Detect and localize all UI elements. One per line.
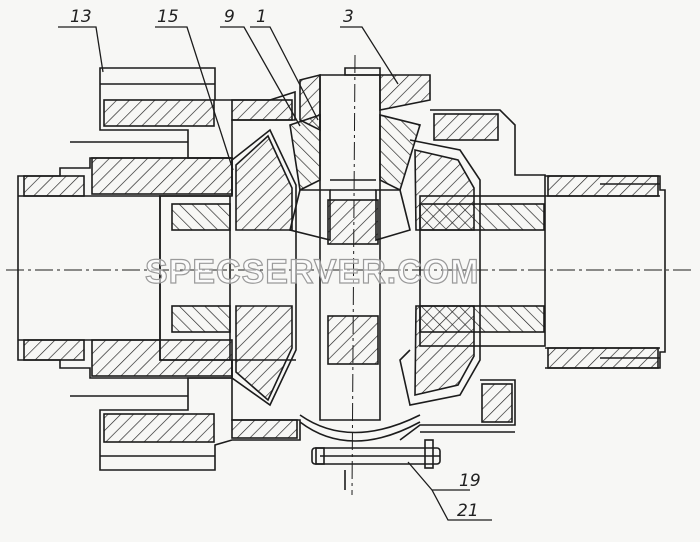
center-lines — [6, 54, 692, 496]
pinion-teeth — [289, 113, 422, 242]
bottom-bowl-and-pin — [299, 414, 441, 490]
callouts: 13 15 9 1 3 19 21 — [70, 7, 481, 521]
drawing-lines — [6, 54, 692, 496]
callout-19: 19 — [459, 471, 481, 491]
right-housing — [399, 109, 546, 441]
leader-lines — [58, 26, 492, 521]
callout-1: 1 — [256, 7, 267, 27]
right-side-gear — [399, 139, 546, 406]
left-side-gear — [159, 128, 297, 407]
left-housing-upper — [70, 67, 296, 159]
callout-15: 15 — [157, 7, 179, 27]
callout-21: 21 — [457, 501, 479, 521]
callout-3: 3 — [343, 7, 354, 27]
left-axle-shaft — [17, 157, 233, 379]
callout-9: 9 — [224, 7, 235, 27]
left-housing-lower — [70, 377, 301, 471]
right-axle-shaft — [545, 175, 666, 369]
callout-13: 13 — [70, 7, 92, 27]
watermark: SPECSERVER.COM — [145, 253, 480, 291]
